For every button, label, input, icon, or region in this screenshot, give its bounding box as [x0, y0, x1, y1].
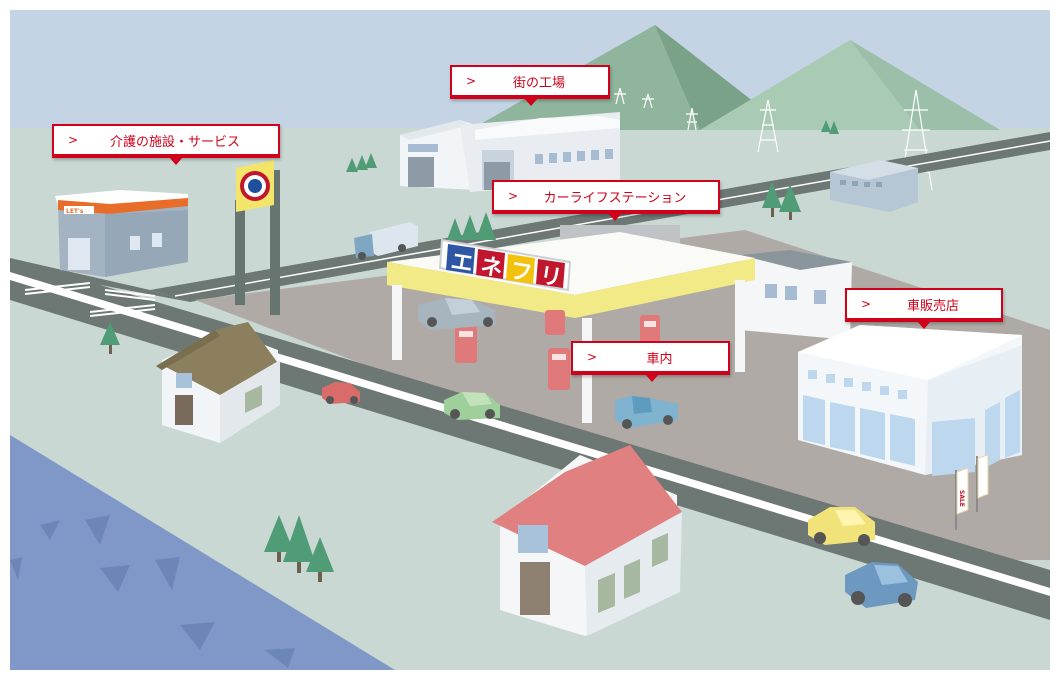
care-facility-building: [55, 190, 188, 277]
pole-sign: [235, 160, 280, 315]
callout-car-interior[interactable]: > 車内: [571, 341, 730, 382]
small-house: [156, 322, 280, 443]
gas-station: [387, 225, 852, 423]
car-grey: [418, 298, 495, 330]
cars: [322, 298, 918, 608]
trees: [100, 120, 839, 354]
chevron-right-icon: >: [466, 74, 477, 88]
callout-care-facility[interactable]: > 介護の施設・サービス: [52, 124, 280, 165]
chevron-right-icon: >: [508, 189, 519, 203]
truck: [354, 222, 418, 260]
callout-car-life-station[interactable]: > カーライフステーション: [492, 180, 720, 221]
callout-care-facility-label: 介護の施設・サービス: [109, 134, 240, 150]
callout-car-dealer-label: 車販売店: [906, 298, 959, 314]
chevron-right-icon: >: [68, 133, 79, 147]
mountains: [470, 25, 1000, 130]
large-house: [492, 445, 682, 636]
car-green: [444, 392, 500, 420]
car-blue: [845, 562, 918, 608]
car-yellow: [808, 507, 875, 546]
shop-sign: LET's: [66, 208, 84, 215]
factory-building: [400, 112, 620, 192]
car-blue-truck: [615, 396, 678, 429]
callout-factory-label: 街の工場: [512, 75, 565, 91]
foreground-trees: [264, 515, 334, 582]
sale-flag-text: SALE: [958, 490, 965, 507]
callout-car-life-station-label: カーライフステーション: [543, 190, 687, 206]
chevron-right-icon: >: [861, 297, 872, 311]
car-red: [322, 382, 360, 404]
callout-factory[interactable]: > 街の工場: [450, 65, 610, 106]
power-pylons: [614, 87, 933, 191]
water: [10, 435, 395, 670]
chevron-right-icon: >: [587, 350, 598, 364]
callout-car-dealer[interactable]: > 車販売店: [845, 288, 1003, 329]
water-waves: [10, 515, 295, 668]
warehouse-building: [830, 160, 918, 212]
sale-flags: [955, 454, 989, 530]
far-road: [150, 132, 1050, 302]
callout-car-interior-label: 車内: [646, 351, 673, 367]
car-dealer-building: [798, 325, 1022, 476]
